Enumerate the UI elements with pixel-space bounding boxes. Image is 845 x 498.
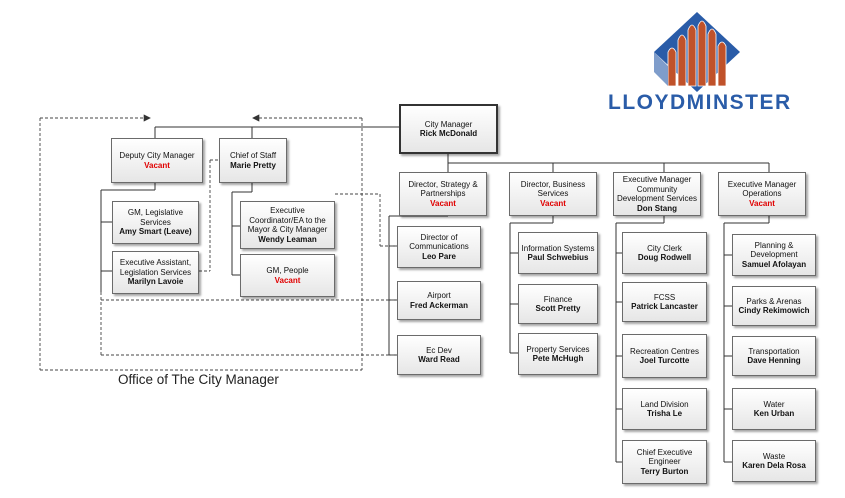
- airport-box: Airport Fred Ackerman: [397, 281, 481, 320]
- box-title: Transportation: [748, 346, 800, 356]
- ec-dev-box: Ec Dev Ward Read: [397, 335, 481, 375]
- box-title: City Clerk: [647, 243, 682, 253]
- box-title: Water: [763, 399, 785, 409]
- box-name: Cindy Rekimowich: [738, 306, 810, 315]
- box-name: Wendy Leaman: [258, 234, 317, 244]
- brand-name: LLOYDMINSTER: [608, 91, 792, 114]
- deputy-city-manager-box: Deputy City Manager Vacant: [111, 138, 203, 183]
- director-business-box: Director, Business Services Vacant: [509, 172, 597, 216]
- box-name: Dave Henning: [747, 356, 801, 365]
- chief-of-staff-box: Chief of Staff Marie Pretty: [219, 138, 287, 183]
- box-name: Pete McHugh: [532, 354, 584, 363]
- box-title: Finance: [543, 294, 573, 304]
- box-title: FCSS: [653, 292, 676, 302]
- executive-assistant-box: Executive Assistant, Legislation Service…: [112, 251, 199, 294]
- box-name: Marie Pretty: [230, 160, 276, 170]
- gm-legislative-box: GM, Legislative Services Amy Smart (Leav…: [112, 201, 199, 244]
- box-title: Waste: [762, 451, 786, 461]
- box-title: Information Systems: [521, 243, 595, 253]
- box-title: Executive Assistant, Legislation Service…: [119, 258, 192, 277]
- box-title: Director, Strategy & Partnerships: [408, 179, 478, 199]
- fcss-box: FCSS Patrick Lancaster: [622, 282, 707, 322]
- box-title: Recreation Centres: [630, 346, 699, 356]
- box-title: Director, Business Services: [520, 179, 586, 199]
- box-name: Marilyn Lavoie: [127, 277, 184, 287]
- box-name: Joel Turcotte: [639, 356, 690, 365]
- property-services-box: Property Services Pete McHugh: [518, 333, 598, 375]
- box-title: GM, Legislative Services: [127, 208, 184, 227]
- box-title: Director of Communications: [409, 232, 469, 252]
- finance-box: Finance Scott Pretty: [518, 284, 598, 324]
- box-name-vacant: Vacant: [144, 160, 170, 170]
- box-name: Ward Read: [418, 355, 460, 364]
- box-name-vacant: Vacant: [540, 198, 566, 208]
- waste-box: Waste Karen Dela Rosa: [732, 440, 816, 482]
- box-title: Planning & Development: [750, 240, 798, 260]
- land-division-box: Land Division Trisha Le: [622, 388, 707, 430]
- box-name: Leo Pare: [422, 251, 456, 261]
- box-name: Terry Burton: [640, 466, 689, 476]
- box-title: Parks & Arenas: [746, 296, 802, 306]
- box-title: GM, People: [266, 266, 309, 275]
- gm-people-box: GM, People Vacant: [240, 254, 335, 297]
- box-name-vacant: Vacant: [274, 275, 301, 285]
- executive-coordinator-box: Executive Coordinator/EA to the Mayor & …: [240, 201, 335, 249]
- box-name: Scott Pretty: [535, 304, 581, 313]
- box-title: Property Services: [526, 344, 590, 354]
- box-name-vacant: Vacant: [749, 198, 775, 208]
- recreation-centres-box: Recreation Centres Joel Turcotte: [622, 334, 707, 378]
- lloydminster-logo-icon: [654, 12, 740, 92]
- box-title: Executive Manager Community Development …: [616, 175, 698, 203]
- box-title: Deputy City Manager: [119, 151, 195, 160]
- box-title: Ec Dev: [426, 345, 452, 355]
- box-name: Fred Ackerman: [410, 300, 468, 310]
- box-title: City Manager: [424, 119, 473, 129]
- operations-manager-box: Executive Manager Operations Vacant: [718, 172, 806, 216]
- box-name-vacant: Vacant: [430, 198, 456, 208]
- box-title: Chief Executive Engineer: [636, 447, 693, 467]
- box-title: Executive Coordinator/EA to the Mayor & …: [247, 206, 328, 234]
- office-caption: Office of The City Manager: [118, 372, 279, 387]
- information-systems-box: Information Systems Paul Schwebius: [518, 232, 598, 274]
- box-name: Amy Smart (Leave): [119, 227, 192, 237]
- director-strategy-box: Director, Strategy & Partnerships Vacant: [399, 172, 487, 216]
- community-development-box: Executive Manager Community Development …: [613, 172, 701, 216]
- box-name: Ken Urban: [753, 409, 795, 418]
- box-title: Executive Manager Operations: [727, 179, 797, 199]
- box-name: Rick McDonald: [419, 129, 478, 138]
- chief-engineer-box: Chief Executive Engineer Terry Burton: [622, 440, 707, 484]
- water-box: Water Ken Urban: [732, 388, 816, 430]
- box-title: Airport: [427, 291, 451, 300]
- box-title: Chief of Staff: [229, 151, 277, 160]
- director-communications-box: Director of Communications Leo Pare: [397, 226, 481, 268]
- box-name: Don Stang: [637, 203, 677, 213]
- box-name: Trisha Le: [646, 409, 683, 418]
- box-title: Land Division: [640, 399, 689, 409]
- transportation-box: Transportation Dave Henning: [732, 336, 816, 376]
- city-manager-box: City Manager Rick McDonald: [399, 104, 498, 154]
- city-clerk-box: City Clerk Doug Rodwell: [622, 232, 707, 274]
- planning-development-box: Planning & Development Samuel Afolayan: [732, 234, 816, 276]
- box-name: Doug Rodwell: [637, 253, 692, 262]
- box-name: Paul Schwebius: [527, 253, 589, 262]
- box-name: Patrick Lancaster: [631, 302, 698, 311]
- parks-arenas-box: Parks & Arenas Cindy Rekimowich: [732, 286, 816, 326]
- box-name: Karen Dela Rosa: [742, 461, 806, 470]
- box-name: Samuel Afolayan: [741, 259, 807, 269]
